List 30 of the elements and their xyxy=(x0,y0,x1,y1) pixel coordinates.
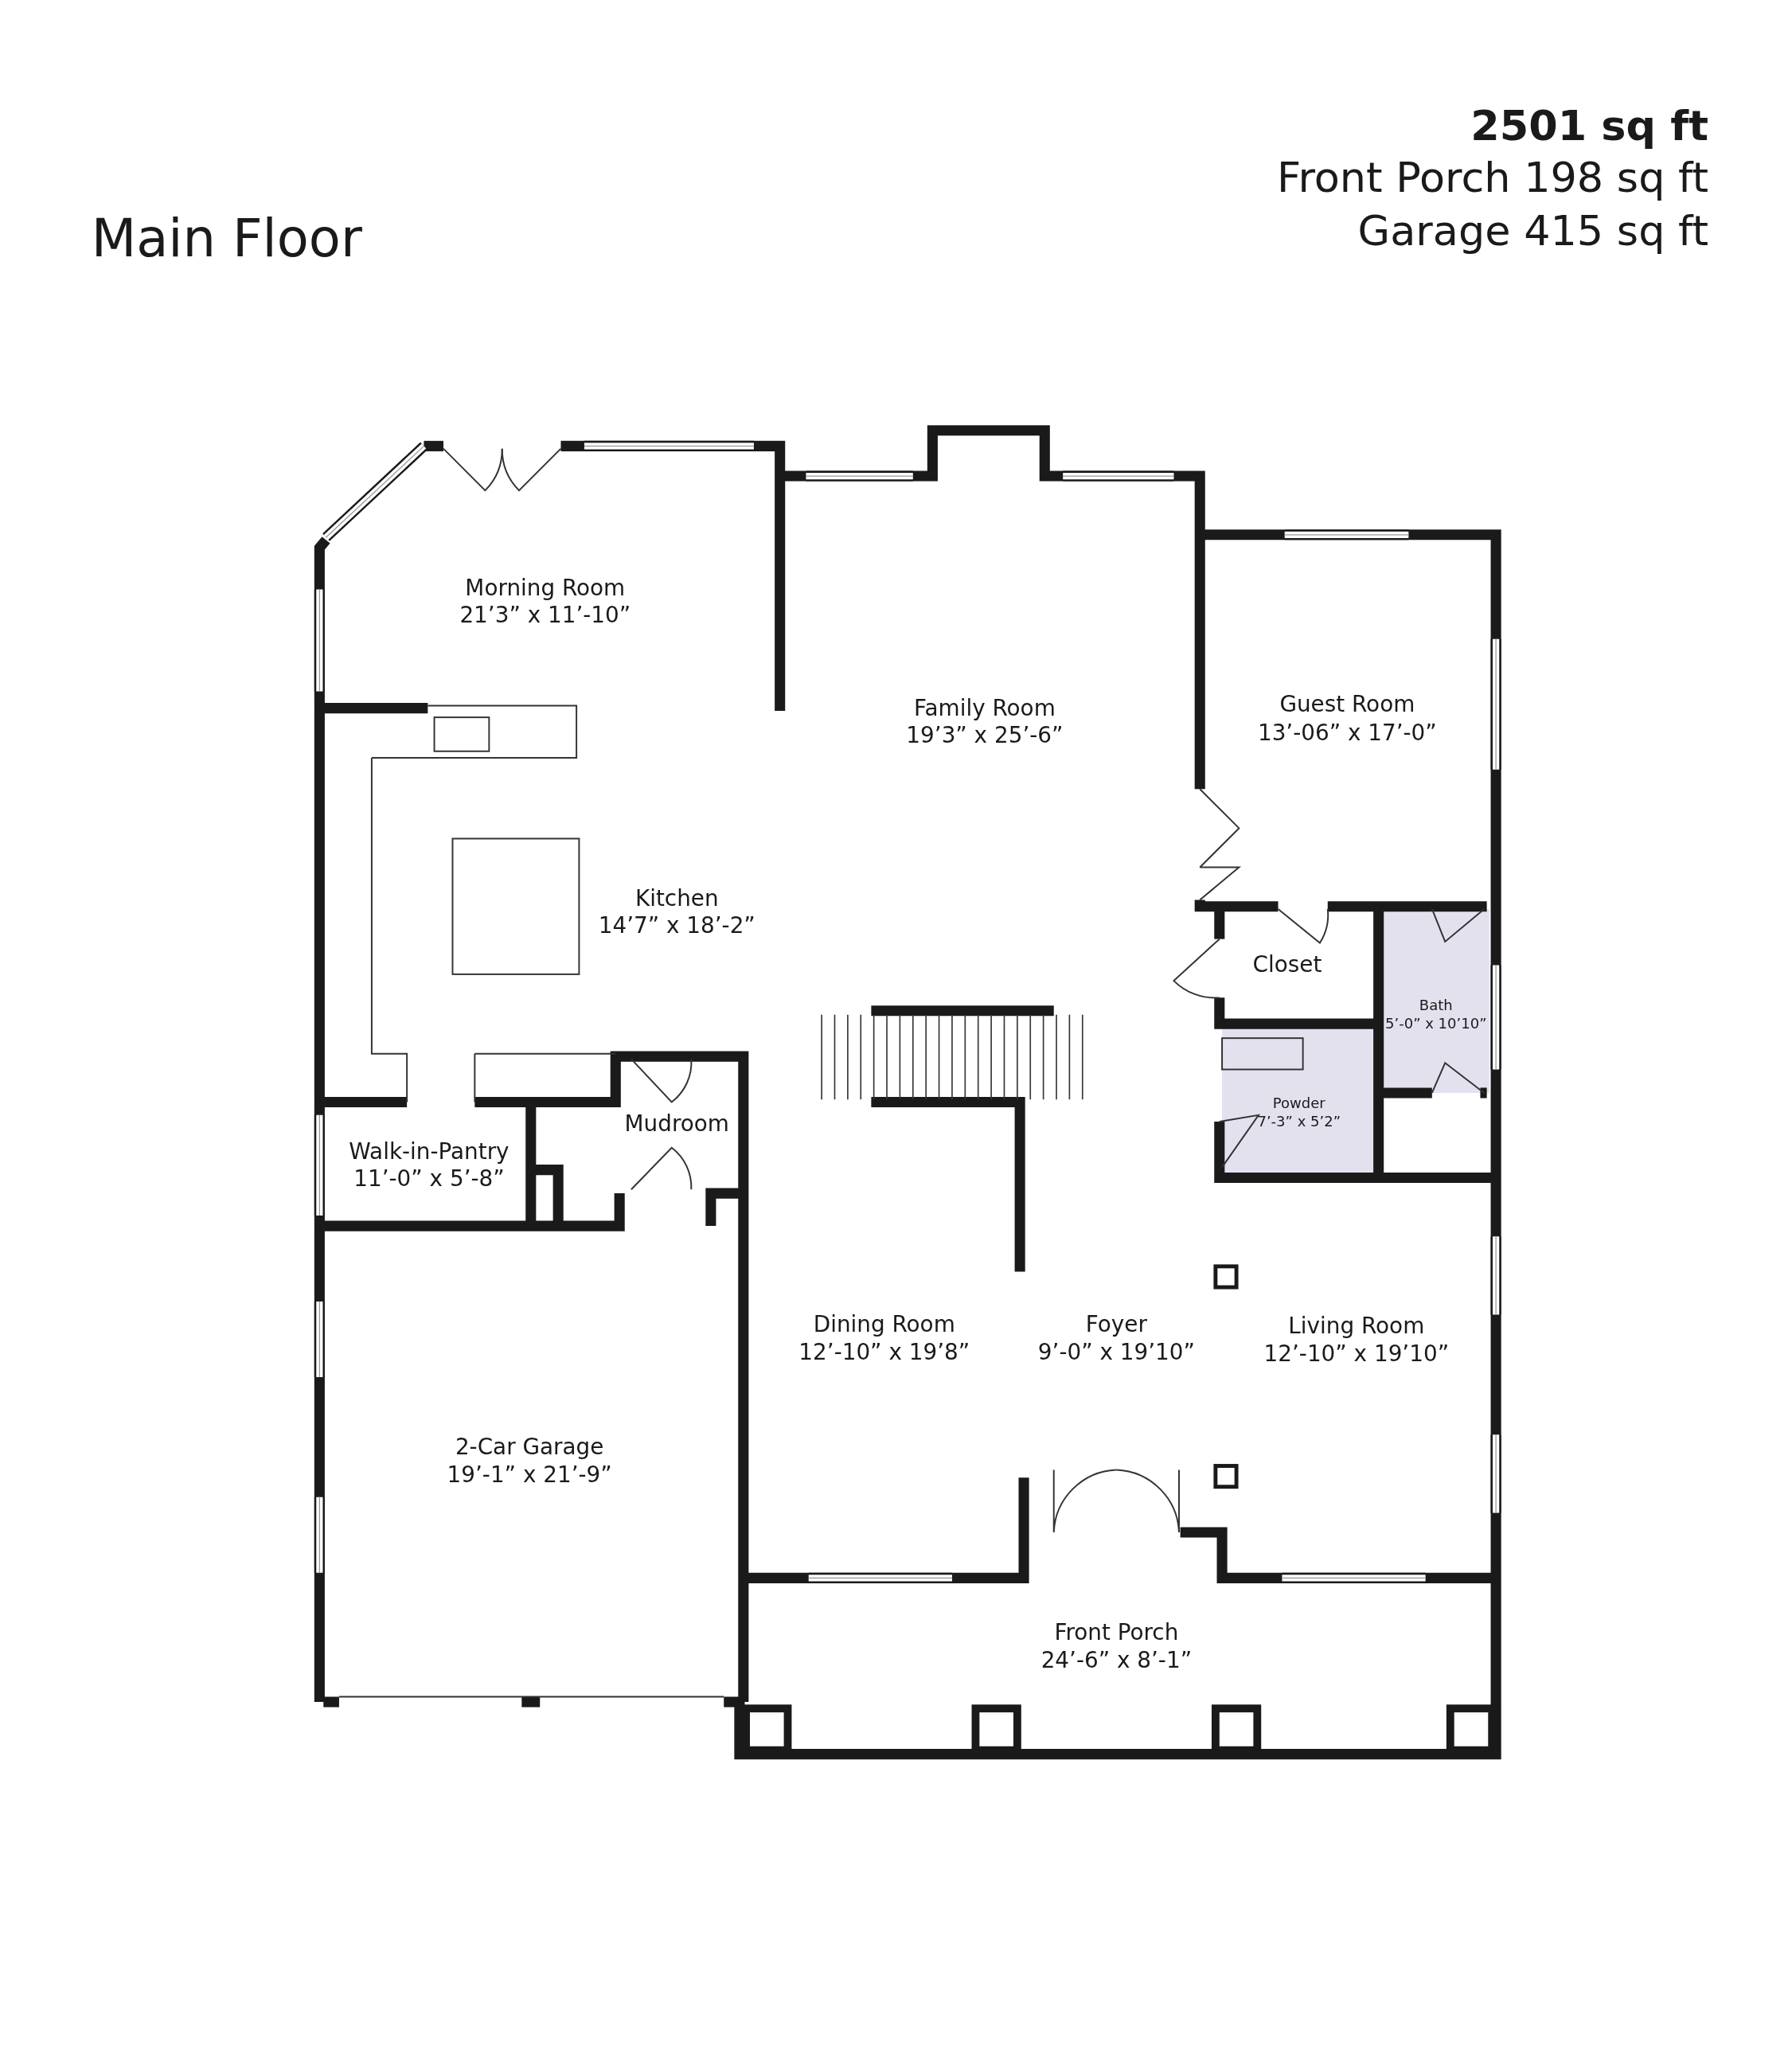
area-total: 2501 sq ft xyxy=(1470,101,1709,150)
room-name: Family Room xyxy=(914,695,1056,721)
room-name: Bath xyxy=(1419,997,1453,1014)
room-name: 2-Car Garage xyxy=(455,1434,604,1461)
room-name: Closet xyxy=(1252,952,1322,978)
room-name: Morning Room xyxy=(465,575,626,601)
room-name: Kitchen xyxy=(634,885,719,911)
room-dimension: 5’-0” x 10’10” xyxy=(1385,1015,1487,1032)
room-dimension: 24’-6” x 8’-1” xyxy=(1040,1647,1193,1673)
room-dimension: 13’-06” x 17’-0” xyxy=(1257,720,1437,746)
room-dimension: 9’-0” x 19’10” xyxy=(1037,1339,1195,1365)
room-name: Front Porch xyxy=(1054,1620,1179,1646)
floor-title: Main Floor xyxy=(91,209,362,269)
room-dimension: 11’-0” x 5’-8” xyxy=(353,1166,505,1192)
room-dimension: 19’3” x 25’-6” xyxy=(906,723,1064,748)
area-detail: Garage 415 sq ft xyxy=(1357,207,1709,256)
room-dimension: 14’7” x 18’-2” xyxy=(598,913,755,939)
room-name: Walk-in-Pantry xyxy=(349,1138,509,1165)
room-dimension: 19’-1” x 21’-9” xyxy=(447,1462,612,1488)
room-dimension: 12’-10” x 19’8” xyxy=(798,1339,970,1365)
room-name: Mudroom xyxy=(624,1111,729,1138)
room-dimension: 12’-10” x 19’10” xyxy=(1263,1341,1450,1367)
room-name: Living Room xyxy=(1288,1313,1425,1340)
room-dimension: 21’3” x 11’-10” xyxy=(459,603,631,629)
room-dimension: 7’-3” x 5’2” xyxy=(1257,1113,1341,1130)
room-name: Guest Room xyxy=(1279,691,1415,717)
area-detail: Front Porch 198 sq ft xyxy=(1277,154,1709,202)
room-name: Dining Room xyxy=(813,1312,955,1338)
room-name: Foyer xyxy=(1085,1312,1147,1338)
room-name: Powder xyxy=(1272,1095,1325,1112)
